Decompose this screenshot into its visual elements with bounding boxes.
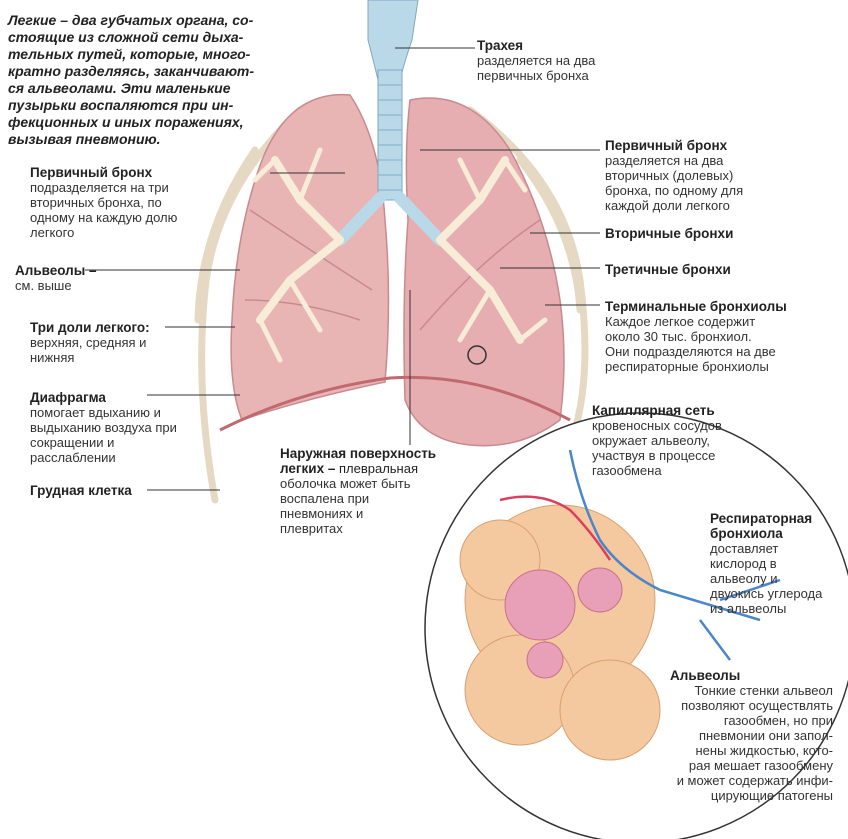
trachea-desc: разделяется на два первичных бронха: [477, 53, 596, 83]
outer-surface-desc-inline: плевральная: [335, 461, 418, 476]
label-rib-cage: Грудная клетка: [30, 483, 132, 498]
label-terminal-bronchioles: Терминальные бронхиолы Каждое легкое сод…: [605, 299, 787, 374]
alveoli-detail-title: Альвеолы: [670, 668, 741, 683]
leader-lines: [85, 47, 600, 491]
rib-cage: [194, 106, 589, 504]
outer-surface-desc: оболочка может быть воспалена при пневмо…: [280, 476, 411, 536]
resp-bronchiole-desc: доставляет кислород в альвеолу и двуокис…: [710, 541, 823, 616]
tertiary-title: Третичные бронхи: [605, 262, 731, 277]
diaphragm: [219, 375, 571, 432]
label-outer-surface: Наружная поверхность легких – плевральна…: [280, 446, 436, 536]
primary-left-title: Первичный бронх: [30, 165, 153, 180]
label-alveoli-detail: Альвеолы Тонкие стенки альвеол позволяют…: [575, 668, 833, 803]
label-diaphragm: Диафрагма помогает вдыханию и выдыханию …: [30, 390, 177, 465]
label-three-lobes: Три доли легкого: верхняя, средняя и ниж…: [30, 320, 150, 365]
label-primary-bronchus-left: Первичный бронх подразделяется на три вт…: [30, 165, 177, 240]
label-respiratory-bronchiole: Респираторная бронхиола доставляет кисло…: [710, 511, 848, 616]
three-lobes-title: Три доли легкого:: [30, 320, 150, 335]
capillary-desc: кровеносных сосудов окружает альвеолу, у…: [592, 418, 722, 478]
outer-surface-title2: легких –: [280, 461, 336, 476]
terminal-title: Терминальные бронхиолы: [605, 299, 787, 314]
label-alveoli-main: Альвеолы – см. выше: [15, 263, 97, 293]
primary-left-desc: подразделяется на три вторичных бронха, …: [30, 180, 178, 240]
label-tertiary-bronchi: Третичные бронхи: [605, 262, 731, 277]
three-lobes-desc: верхняя, средняя и нижняя: [30, 335, 147, 365]
intro-text: Легкие – два губчатых органа, со- стоящи…: [8, 12, 255, 147]
alveoli-main-desc: см. выше: [15, 278, 72, 293]
capillary-title: Капиллярная сеть: [592, 403, 715, 418]
primary-right-desc: разделяется на два вторичных (долевых) б…: [605, 153, 744, 213]
primary-right-title: Первичный бронх: [605, 138, 728, 153]
resp-bronchiole-title: Респираторная бронхиола: [710, 511, 813, 541]
diaphragm-title: Диафрагма: [30, 390, 106, 405]
secondary-title: Вторичные бронхи: [605, 226, 734, 241]
label-capillary-network: Капиллярная сеть кровеносных сосудов окр…: [592, 403, 722, 478]
label-primary-bronchus-right: Первичный бронх разделяется на два втори…: [605, 138, 743, 213]
outer-surface-title: Наружная поверхность: [280, 446, 437, 461]
trachea-title: Трахея: [477, 38, 524, 53]
capillary-network: [499, 449, 781, 661]
terminal-desc: Каждое легкое содержит около 30 тыс. бро…: [605, 314, 776, 374]
label-trachea: Трахея разделяется на два первичных брон…: [477, 38, 595, 83]
diaphragm-desc: помогает вдыханию и выдыханию воздуха пр…: [30, 405, 177, 465]
trachea: [334, 0, 446, 246]
alveolus-marker: [467, 345, 487, 365]
alveoli-detail-desc: Тонкие стенки альвеол позволяют осуществ…: [676, 683, 833, 803]
label-secondary-bronchi: Вторичные бронхи: [605, 226, 733, 241]
alveoli-main-title: Альвеолы –: [15, 263, 97, 278]
rib-cage-title: Грудная клетка: [30, 483, 132, 498]
alveoli-cluster: [459, 504, 661, 761]
